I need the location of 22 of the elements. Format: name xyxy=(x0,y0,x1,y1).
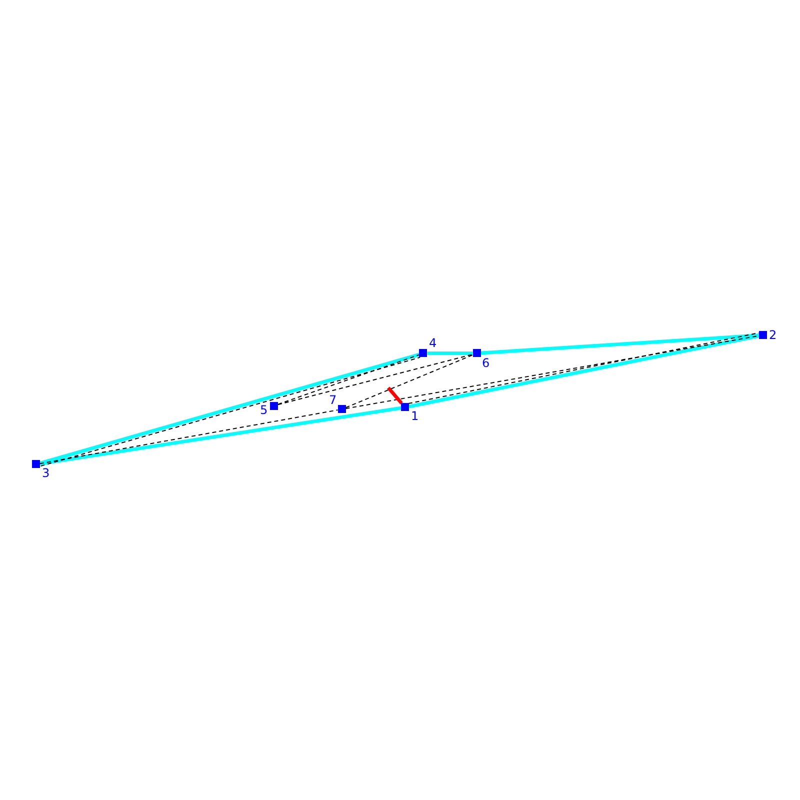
point-marker xyxy=(32,460,40,468)
point-label: 6 xyxy=(482,357,490,369)
dashed-line xyxy=(40,410,338,464)
point-label: 4 xyxy=(429,337,437,349)
thick-line xyxy=(386,386,403,404)
point-marker xyxy=(472,349,481,358)
dashed-line xyxy=(278,354,474,406)
dashed-line xyxy=(278,354,420,405)
point-marker xyxy=(759,331,768,339)
point-label: 2 xyxy=(769,329,777,341)
thick-line xyxy=(427,352,473,356)
point-marker xyxy=(419,349,428,358)
point-label: 3 xyxy=(42,467,50,479)
point-marker xyxy=(338,405,346,414)
point-label: 5 xyxy=(260,404,268,416)
thick-line xyxy=(40,406,402,466)
point-label: 1 xyxy=(411,410,419,422)
thick-line xyxy=(480,334,760,355)
point-label: 7 xyxy=(329,394,337,406)
point-marker xyxy=(270,402,278,410)
dashed-line xyxy=(345,354,474,408)
point-marker xyxy=(401,403,409,412)
